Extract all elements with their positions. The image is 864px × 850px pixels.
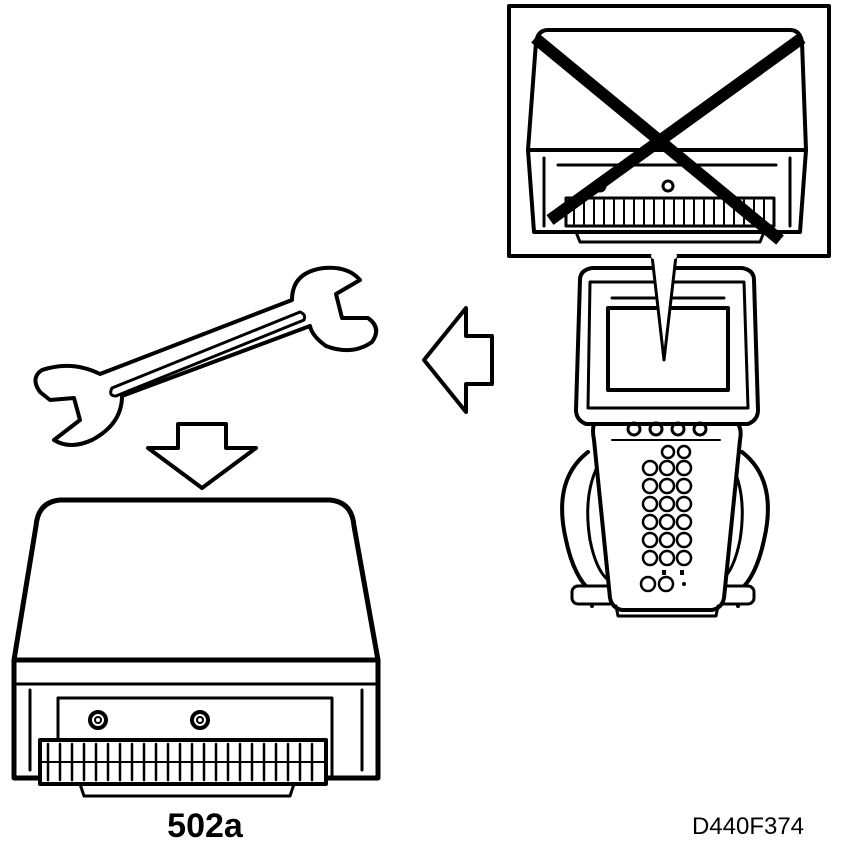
- part-number-label: 502a: [167, 807, 243, 845]
- callout-pointer: [650, 253, 678, 362]
- arrow-left-icon: [422, 306, 494, 414]
- arrow-down-icon: [146, 422, 258, 490]
- control-module-icon: [11, 497, 381, 798]
- figure-code-label: D440F374: [691, 813, 805, 840]
- wrench-icon: [33, 265, 379, 447]
- cross-out-icon: [531, 33, 806, 245]
- crossed-module-callout: [507, 4, 831, 258]
